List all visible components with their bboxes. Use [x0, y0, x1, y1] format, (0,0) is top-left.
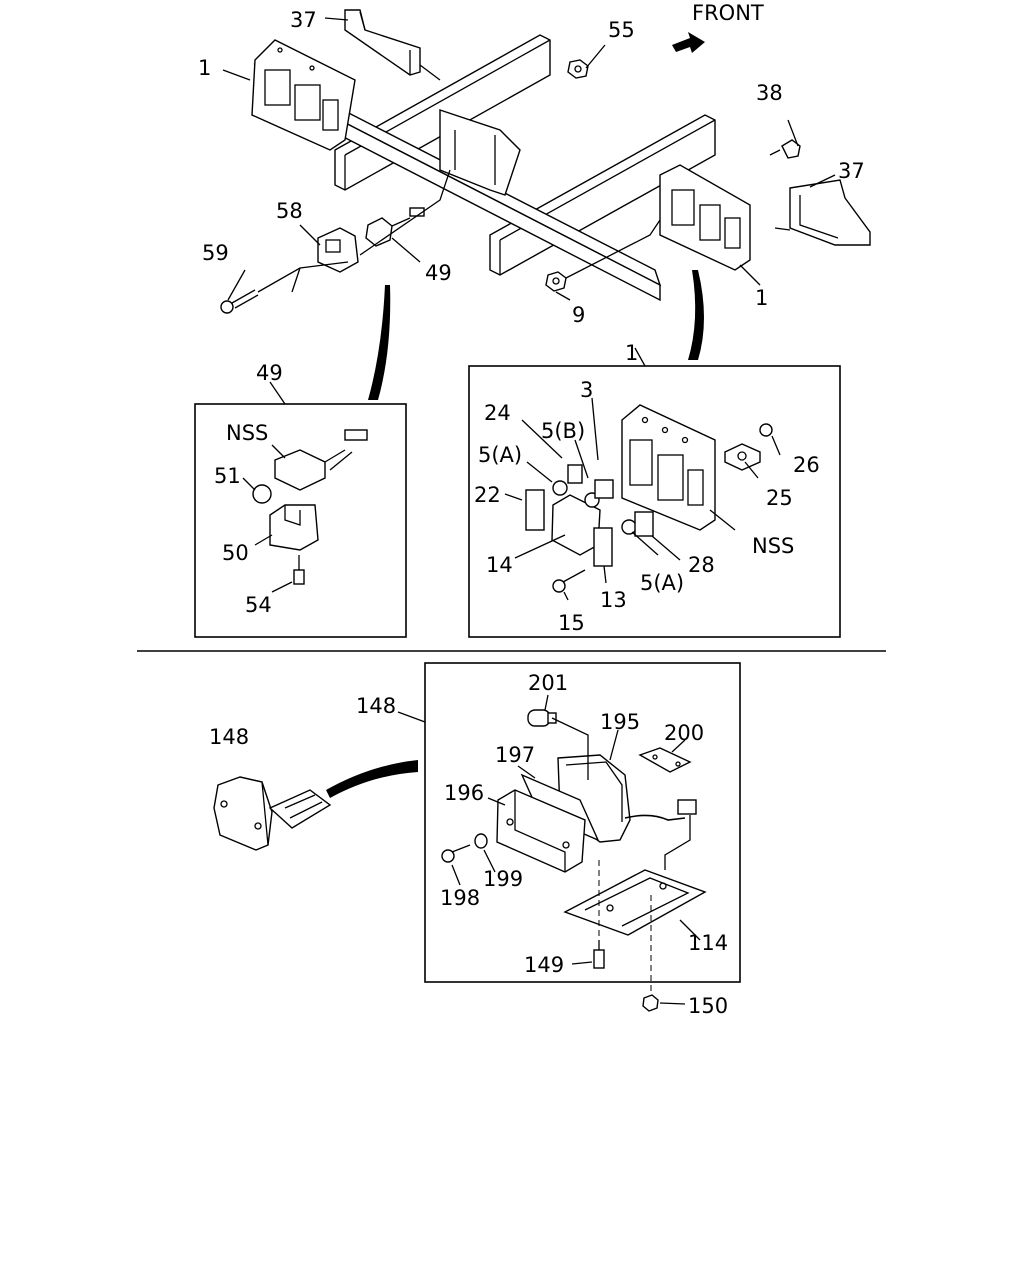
callout-148-box: 148 [356, 694, 396, 718]
nut-9 [545, 271, 567, 292]
callout-196: 196 [444, 781, 484, 805]
rear-frame-assembly [220, 9, 871, 400]
callout-1-left: 1 [198, 56, 211, 80]
callout-51: 51 [214, 464, 241, 488]
callout-37-right: 37 [838, 159, 865, 183]
callout-13: 13 [600, 588, 627, 612]
callout-59: 59 [202, 241, 229, 265]
callout-50: 50 [222, 541, 249, 565]
callout-5b: 5(B) [541, 419, 585, 443]
callout-114: 114 [688, 931, 728, 955]
callout-24: 24 [484, 401, 511, 425]
callout-149: 149 [524, 953, 564, 977]
callout-5a-bottom: 5(A) [640, 571, 684, 595]
callout-15: 15 [558, 611, 585, 635]
detail-pointer-1 [688, 270, 704, 360]
bolt-38 [769, 139, 801, 159]
callout-49-box: 49 [256, 361, 283, 385]
callout-1-box: 1 [625, 341, 638, 365]
label-nss-left: NSS [226, 421, 268, 445]
detail-pointer-49 [368, 285, 391, 400]
callout-55: 55 [608, 18, 635, 42]
callout-5a-top: 5(A) [478, 443, 522, 467]
callout-3: 3 [580, 378, 593, 402]
part-37-right [789, 179, 871, 246]
callout-54: 54 [245, 593, 272, 617]
sensor-58 [317, 227, 359, 273]
nut-55 [567, 59, 589, 79]
callout-26: 26 [793, 453, 820, 477]
front-arrow-icon [672, 32, 705, 53]
callout-199: 199 [483, 867, 523, 891]
bolt-59 [220, 289, 259, 314]
part-37-top [344, 9, 421, 76]
end-bracket-left [251, 39, 356, 151]
callout-58: 58 [276, 199, 303, 223]
detail-box-148 [397, 662, 741, 1012]
callout-22: 22 [474, 483, 501, 507]
front-direction-label: FRONT [692, 1, 764, 25]
detail-box-49 [194, 381, 407, 638]
callout-38: 38 [756, 81, 783, 105]
callout-37-top: 37 [290, 8, 317, 32]
detail-pointer-148 [326, 760, 418, 798]
callout-200: 200 [664, 721, 704, 745]
callout-1-right: 1 [755, 286, 768, 310]
lamp-assembly-overview [213, 760, 418, 851]
part-49-connector [365, 207, 425, 247]
callout-28: 28 [688, 553, 715, 577]
callout-25: 25 [766, 486, 793, 510]
detail-box-1 [468, 347, 841, 638]
callout-14: 14 [486, 553, 513, 577]
bulb-201 [527, 709, 557, 727]
callout-195: 195 [600, 710, 640, 734]
label-nss-right: NSS [752, 534, 794, 558]
callout-150: 150 [688, 994, 728, 1018]
callout-198: 198 [440, 886, 480, 910]
callout-201: 201 [528, 671, 568, 695]
callout-148-left: 148 [209, 725, 249, 749]
end-bracket-right [659, 164, 751, 271]
callout-49-main: 49 [425, 261, 452, 285]
callout-197: 197 [495, 743, 535, 767]
callout-9: 9 [572, 303, 585, 327]
